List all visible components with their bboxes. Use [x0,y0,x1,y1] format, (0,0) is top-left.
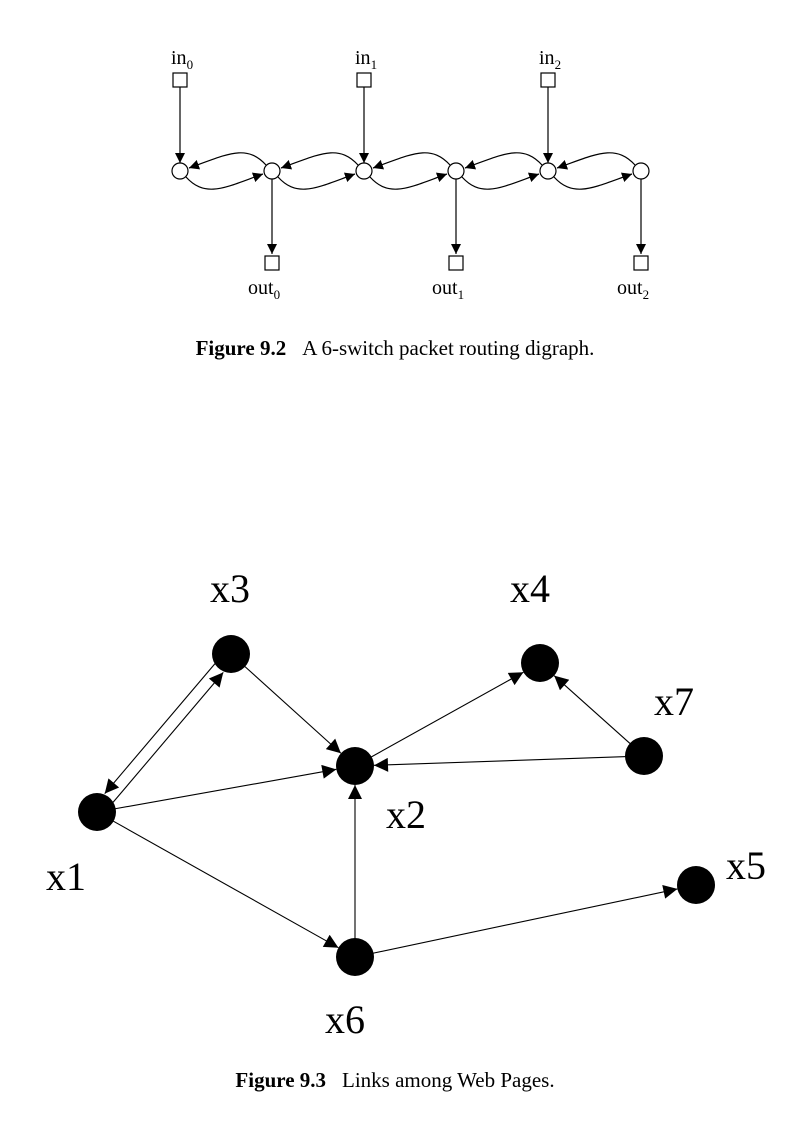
input-terminal-label: in1 [355,47,377,72]
page-label-x3: x3 [210,566,250,611]
link-edge-x1-x6 [111,819,339,949]
figure-9-3-caption-text: Links among Web Pages. [342,1068,555,1092]
web-links-graph: x1 x2 x3 x4 x5 x6 x7 [46,566,766,1042]
page-label-x6: x6 [325,997,365,1042]
link-edges [104,662,678,955]
switch-edge-backward [280,152,359,170]
page-node-x5 [677,866,715,904]
switch-edge-forward [369,172,448,190]
figure-9-3-caption: Figure 9.3 Links among Web Pages. [0,1070,790,1091]
page-node-x6 [336,938,374,976]
output-terminal-box [448,255,464,271]
link-edge-x3-x1 [104,662,216,794]
switch-node [632,162,650,180]
switch-edge-backward [556,152,636,170]
page-node-x7 [625,737,663,775]
switch-edge-forward [185,172,264,190]
link-edge-x6-x5 [371,884,678,955]
link-edge-x1-x2 [113,764,337,810]
input-terminal-label: in0 [171,47,193,72]
output-terminal-box [264,255,280,271]
switch-node [355,162,373,180]
output-terminal-label: out2 [617,277,649,302]
link-edge-x1-x3 [112,672,224,804]
link-edge-x7-x4 [553,675,632,746]
page-labels: x1 x2 x3 x4 x5 x6 x7 [46,566,766,1042]
packet-routing-digraph: in0 in1 in2 out0 out1 out2 [171,47,650,302]
switch-node [171,162,189,180]
output-terminal-label: out0 [248,277,280,302]
switch-edge-forward [277,172,356,190]
output-terminal-label: out1 [432,277,464,302]
page-nodes [78,635,715,976]
output-terminal-box [633,255,649,271]
figure-9-2-caption-text: A 6-switch packet routing digraph. [302,336,595,360]
input-terminal-box [172,72,188,88]
page-label-x5: x5 [726,843,766,888]
switch-edge-backward [188,152,267,170]
page-label-x7: x7 [654,679,694,724]
page-label-x4: x4 [510,566,550,611]
input-terminal-box [540,72,556,88]
page-node-x2 [336,747,374,785]
input-terminal-box [356,72,372,88]
switch-node [539,162,557,180]
link-edge-x2-x4 [369,671,524,759]
link-edge-x3-x2 [243,664,342,754]
page-node-x4 [521,644,559,682]
switch-node [447,162,465,180]
switch-edge-backward [464,152,543,170]
page-label-x1: x1 [46,854,86,899]
page-node-x3 [212,635,250,673]
switches [171,162,650,180]
switch-edge-backward [372,152,451,170]
input-terminal-label: in2 [539,47,561,72]
figure-9-2-caption: Figure 9.2 A 6-switch packet routing digr… [0,338,790,359]
switch-edges [175,87,646,254]
terminals: in0 in1 in2 out0 out1 out2 [171,47,649,302]
page-label-x2: x2 [386,792,426,837]
figure-9-2-caption-label: Figure 9.2 [195,336,287,360]
switch-node [263,162,281,180]
switch-edge-forward [553,172,633,190]
link-edge-x7-x2 [373,756,628,772]
figure-9-3-caption-label: Figure 9.3 [235,1068,327,1092]
page-node-x1 [78,793,116,831]
switch-edge-forward [461,172,540,190]
